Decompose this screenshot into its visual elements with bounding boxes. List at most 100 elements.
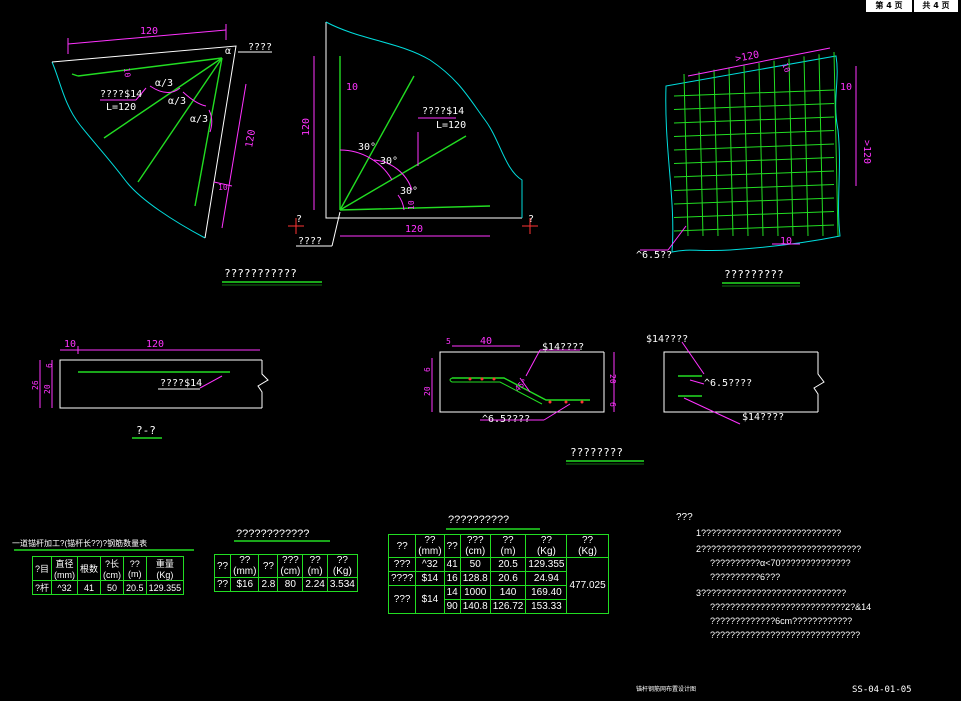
section3-outline: [663, 351, 818, 413]
view2-rebar-label: ????$14: [422, 106, 464, 117]
view1-outline: [51, 45, 237, 239]
table3-title: ??????????: [448, 514, 510, 526]
view2-mark-right: ?: [528, 214, 534, 225]
view2-rod: [339, 75, 415, 211]
view1-tag: ????: [248, 42, 272, 53]
table-cell: 129.355: [525, 557, 568, 572]
view1-length-label: L=120: [106, 102, 136, 113]
view3-dim-top: >120: [734, 50, 760, 65]
section2-dim-6a: 6: [423, 367, 432, 372]
table-cell: 20.5: [123, 580, 147, 595]
table-cell: ???: [387, 585, 417, 614]
mesh-horizontal-bar: [673, 130, 835, 137]
view2-length-label: L=120: [436, 120, 466, 131]
section2-outline: [439, 351, 605, 413]
table-cell: 24.94: [525, 571, 568, 586]
caption-view1-2: ???????????: [224, 267, 297, 280]
mesh-vertical-bar: [743, 65, 749, 237]
table-cell: 129.355: [145, 580, 185, 595]
table-cell: ?目: [31, 556, 53, 581]
mesh-vertical-bar: [803, 56, 809, 237]
mesh-horizontal-bar: [673, 103, 835, 110]
table-cell: ????: [387, 571, 417, 586]
section2-dim-5: 5: [446, 337, 451, 346]
table-cell: 477.025: [566, 557, 609, 614]
view3-spacing-right: 10: [840, 82, 852, 93]
table-cell: 3.534: [326, 577, 358, 592]
section1-outline: [59, 359, 262, 409]
mesh-horizontal-bar: [673, 143, 835, 151]
view2-rod: [339, 135, 467, 211]
view1-dim-top: [67, 29, 227, 45]
section1-dim-h3: 26: [31, 380, 40, 390]
table3: ????(mm)?????(cm)??(m)??(Kg)??(Kg)???^32…: [387, 534, 609, 614]
section1-dim-h2: 20: [43, 384, 52, 394]
table-cell: 2.24: [302, 577, 328, 592]
section2-rebar-bottom: ^6.5????: [482, 414, 530, 425]
table-cell: 50: [100, 580, 125, 595]
mesh-vertical-bar: [833, 51, 839, 237]
table1-title: 一道锚杆加工?(锚杆长??)?钢筋数量表: [12, 539, 148, 548]
table-cell: 重量(Kg): [145, 556, 185, 581]
view2-outline: [325, 22, 522, 219]
section3: $14???? ^6.5???? $14????: [646, 334, 825, 425]
view2-angle2: 30°: [380, 156, 398, 167]
table-cell: 90: [443, 599, 461, 614]
table-cell: 14: [443, 585, 461, 600]
note-line: ??????????????????????????????: [710, 630, 861, 640]
table-cell: ??: [443, 534, 461, 558]
view1-gap-top: 10: [122, 67, 132, 78]
table-cell: ?杆: [31, 580, 53, 595]
view1-gap-bottom: 10: [218, 183, 228, 192]
view1-dim-top-text: 120: [140, 26, 158, 37]
table-cell: ^32: [51, 580, 79, 595]
table-cell: ?长(cm): [100, 556, 125, 581]
mesh-vertical-bar: [728, 67, 734, 237]
section2-dim-20b: 20: [608, 374, 617, 384]
view2-dim-left-text: 120: [301, 118, 312, 136]
note-line: ??????????α<70??????????????: [710, 558, 851, 568]
section2-rebar-top: $14????: [542, 342, 584, 353]
mesh-horizontal-bar: [673, 224, 835, 232]
table-cell: 80: [277, 577, 304, 592]
section2-angle: 45°: [513, 377, 530, 394]
section1-dim-top: 120: [146, 339, 164, 350]
view3-mesh-label: ^6.5??: [636, 250, 672, 261]
view1-fan: 120 120 10 10 α α/3 α/3 α/3 ???? ????$14…: [51, 24, 272, 239]
view1-rod: [77, 57, 223, 77]
section1: 10 120 6 20 26 ????$14 ?-?: [31, 339, 269, 439]
view3-mesh-boundary: [665, 55, 841, 253]
table-cell: ??(m): [302, 554, 328, 578]
mesh-horizontal-bar: [673, 184, 835, 191]
drawing-title: 锚杆钢筋网布置设计图: [636, 685, 696, 693]
table-cell: 41: [443, 557, 461, 572]
table-cell: ??(mm): [230, 554, 260, 578]
table-cell: 20.6: [489, 571, 527, 586]
table-cell: 41: [77, 580, 102, 595]
view1-ground-line: [51, 61, 206, 239]
table-cell: $14: [415, 571, 445, 586]
view2-angle1: 30°: [358, 142, 376, 153]
view3-spacing-top: 10: [780, 62, 792, 74]
mesh-horizontal-bar: [673, 170, 835, 178]
caption-view3: ?????????: [724, 268, 784, 281]
view1-angle-a: α: [225, 46, 231, 57]
table-row: ????(mm)?????(cm)??(m)??(Kg): [213, 554, 358, 578]
mesh-vertical-bar: [818, 54, 824, 237]
table-cell: ??(Kg): [525, 534, 568, 558]
table-cell: 153.33: [525, 599, 568, 614]
view2-rod: [339, 205, 491, 211]
view1-a3-2: α/3: [168, 96, 186, 107]
table-cell: 1000: [459, 585, 491, 600]
section3-label1: $14????: [646, 334, 688, 345]
view1-rod: [137, 57, 223, 183]
view1-hook: [71, 73, 79, 77]
section3-label3: $14????: [742, 412, 784, 423]
table-cell: 140: [489, 585, 527, 600]
